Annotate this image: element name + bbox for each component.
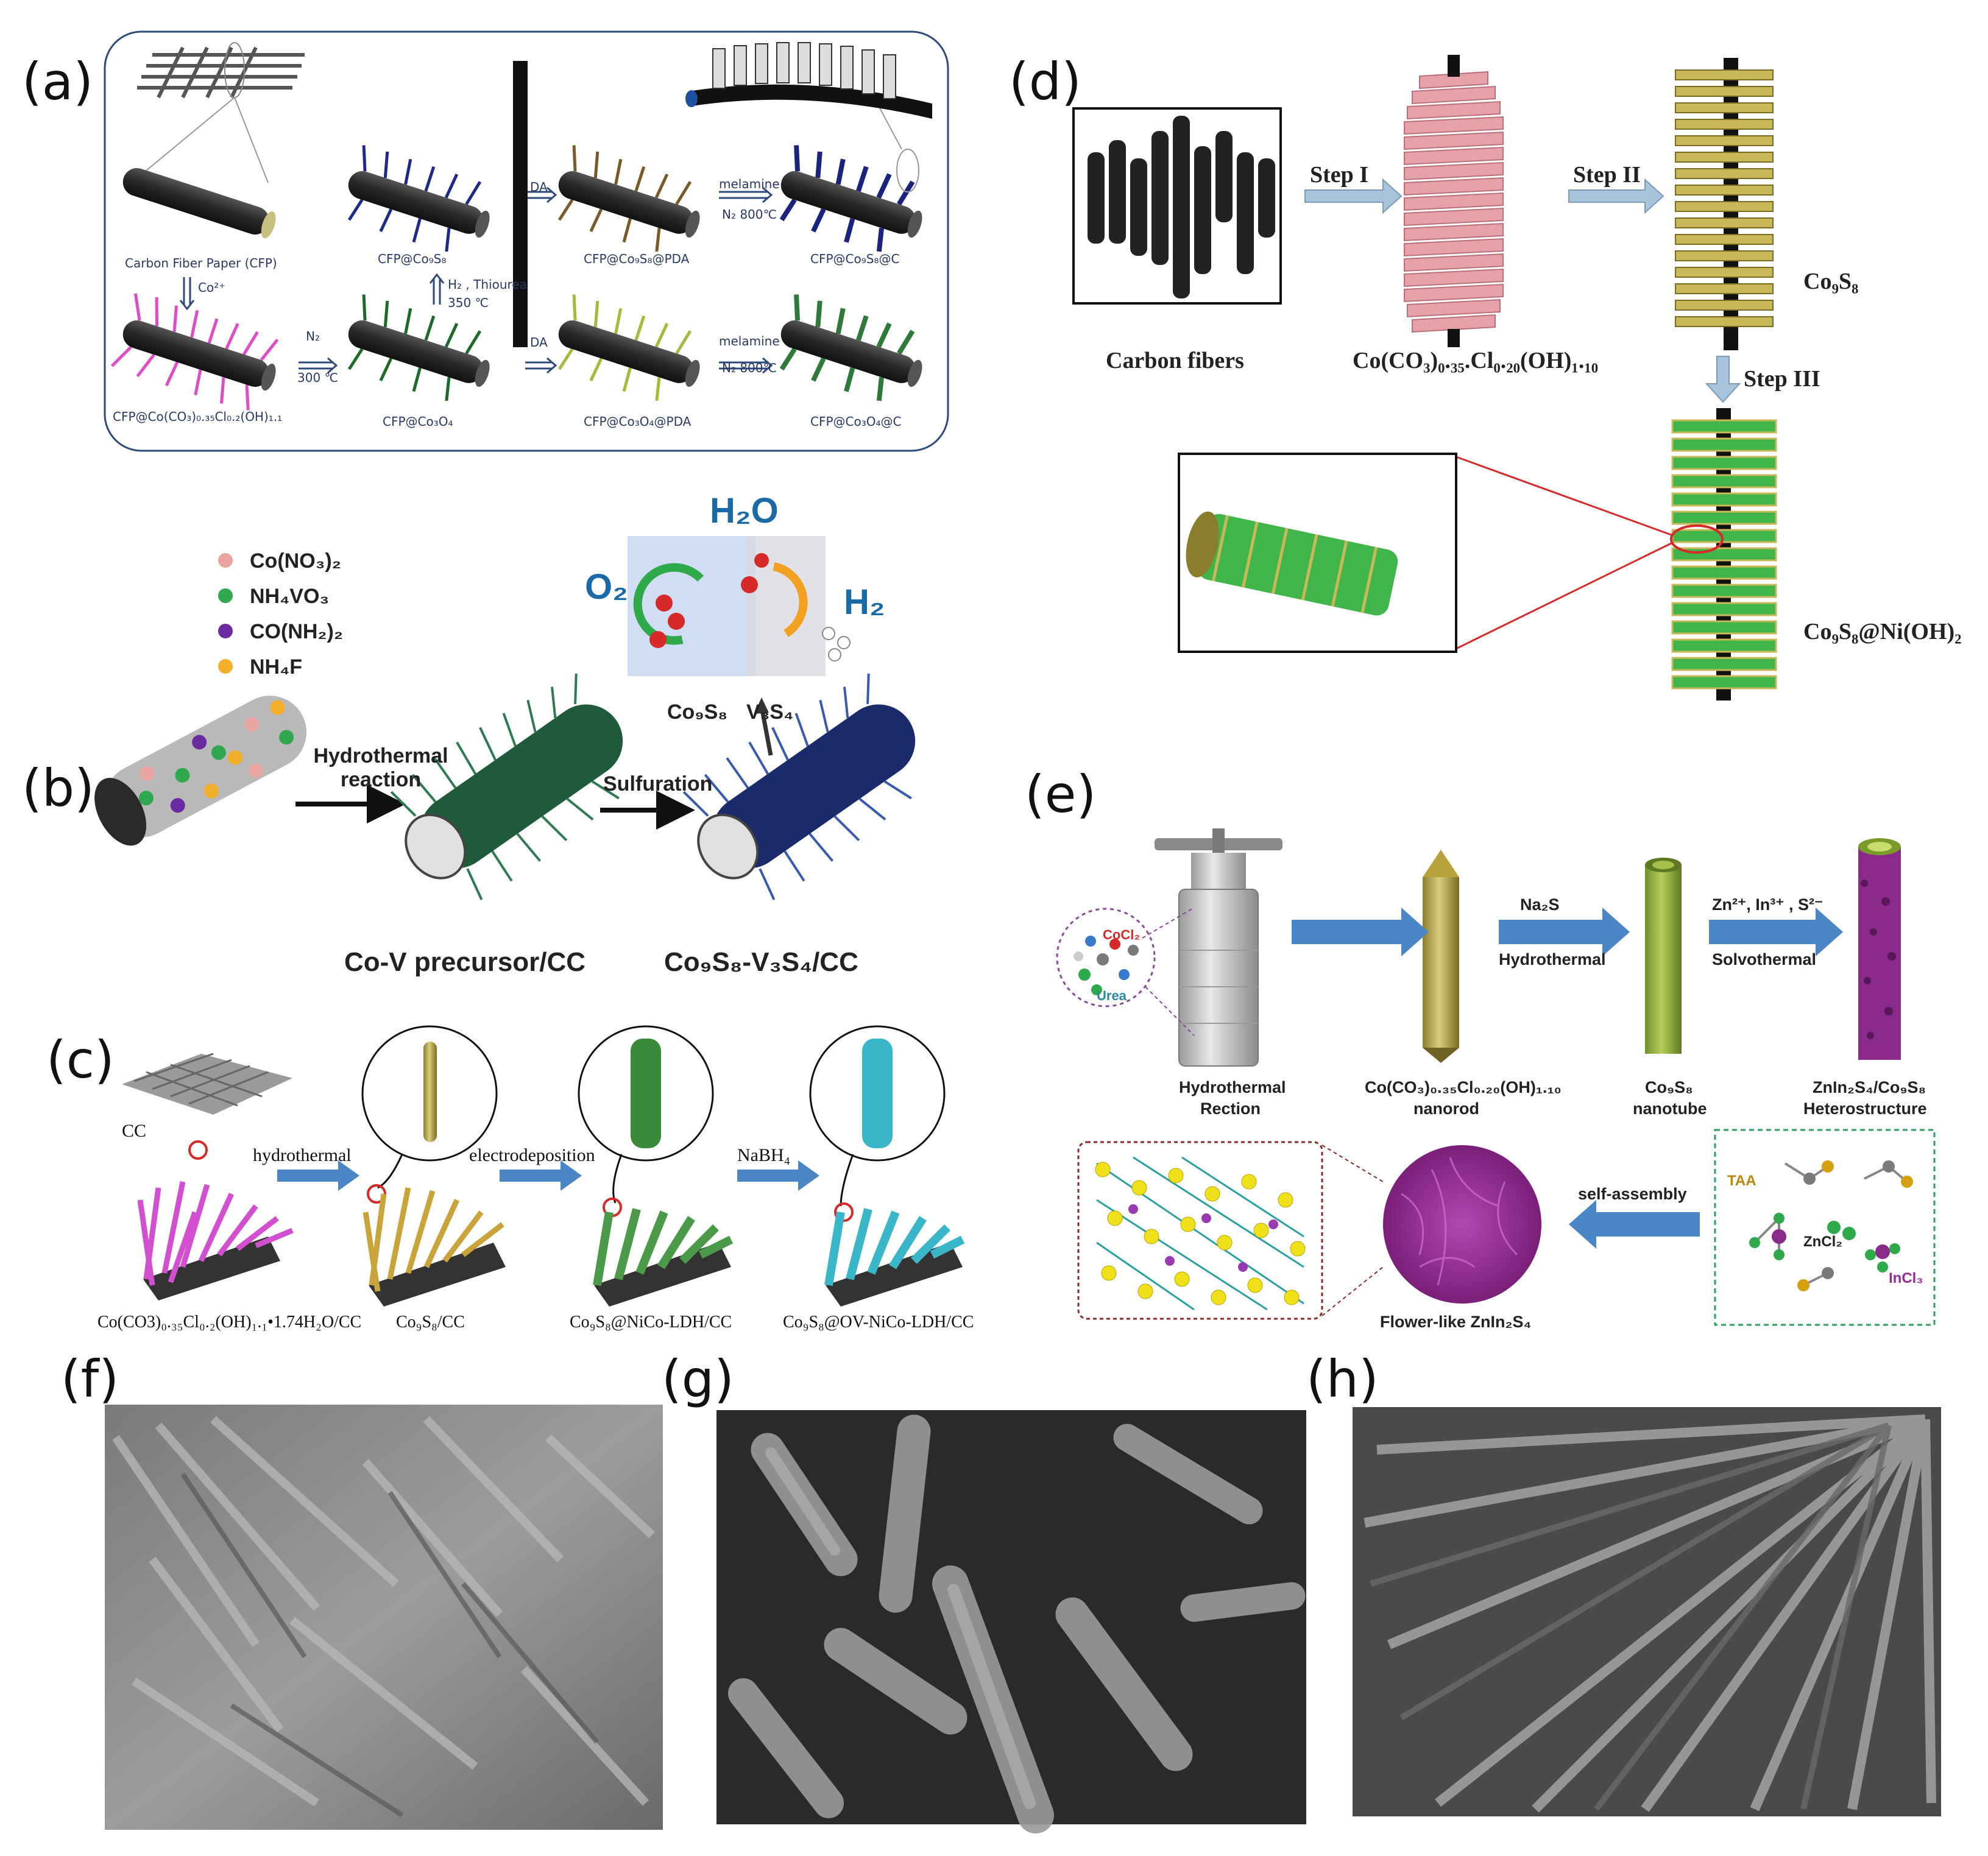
b-h2: H₂ [844, 582, 885, 622]
e-nanorod-1: Co(CO₃)₀.₃₅Cl₀.₂₀(OH)₁.₁₀ [1365, 1078, 1562, 1096]
a-label-h2-thiourea: H₂ , Thiourea [448, 277, 527, 292]
a-label-co9s8-c: CFP@Co₉S₈@C [810, 252, 900, 266]
e-nanorod [1423, 850, 1459, 1063]
b-product2: Co₉S₈-V₃S₄/CC [664, 947, 858, 977]
d-step1: Step I [1310, 162, 1369, 188]
d-product: Co₉S₈@Ni(OH)₂ [1803, 619, 1962, 644]
a-label-cfp: Carbon Fiber Paper (CFP) [125, 256, 277, 270]
e-nanotube [1645, 858, 1682, 1054]
a-label-350: 350 ℃ [448, 295, 489, 310]
e-solvothermal: Solvothermal [1712, 950, 1817, 969]
d-precursor-rod [513, 55, 1504, 347]
b-step2: Sulfuration [603, 772, 713, 796]
d-co9s8-rod [1675, 58, 1774, 350]
e-flower: Flower-like ZnIn₂S₄ [1380, 1313, 1532, 1331]
panel-d [513, 55, 1777, 700]
e-na2s: Na₂S [1520, 895, 1560, 914]
b-o2: O₂ [585, 567, 628, 607]
panel-label-f: (f) [61, 1349, 119, 1409]
c-p3: Co₉S₈@NiCo-LDH/CC [570, 1313, 732, 1332]
c-step3: NaBH₄ [737, 1145, 791, 1165]
a-label-300: 300 ℃ [297, 370, 338, 385]
e-self-assembly: self-assembly [1578, 1185, 1687, 1203]
panel-label-d: (d) [1009, 52, 1081, 111]
b-crystal-cartoon [628, 536, 851, 756]
panel-e [1056, 828, 1936, 1326]
e-urea: Urea [1097, 988, 1127, 1003]
e-hydrothermal-2: Rection [1200, 1099, 1261, 1118]
c-p4: Co₉S₈@OV-NiCo-LDH/CC [783, 1313, 974, 1332]
c-step1: hydrothermal [253, 1145, 352, 1165]
e-zncl2: ZnCl₂ [1803, 1233, 1842, 1250]
b-legend-1: Co(NO₃)₂ [250, 549, 341, 573]
c-cc: CC [122, 1121, 147, 1141]
e-incl3: InCl₃ [1889, 1270, 1923, 1286]
e-nanotube-2: nanotube [1633, 1099, 1707, 1118]
a-label-co3o4-c: CFP@Co₃O₄@C [810, 414, 902, 429]
e-autoclave [1155, 828, 1282, 1067]
sem-f [105, 1405, 663, 1830]
b-legend-3: CO(NH₂)₂ [250, 620, 343, 643]
a-label-co9s8: CFP@Co₉S₈ [378, 252, 447, 266]
a-label-da-bottom: DA [530, 335, 548, 350]
b-v3s4: V₃S₄ [746, 700, 794, 724]
e-hydrothermal: Hydrothermal [1499, 950, 1606, 969]
d-precursor: Co(CO₃)₀.₃₅.Cl₀.₂₀(OH)₁.₁₀ [1353, 348, 1599, 373]
b-product1: Co-V precursor/CC [344, 947, 586, 977]
panel-label-b: (b) [22, 758, 94, 818]
e-cocl2: CoCl₂ [1103, 927, 1141, 942]
a-label-n2-800-bottom: N₂ 800℃ [722, 361, 777, 375]
b-legend-2: NH₄VO₃ [250, 585, 330, 608]
a-label-co9s8-pda: CFP@Co₉S₈@PDA [584, 252, 690, 266]
c-step2: electrodeposition [469, 1145, 595, 1165]
a-rod-co9s8 [347, 145, 490, 252]
d-carbon-fibers: Carbon fibers [1106, 348, 1244, 373]
a-label-n2: N₂ [306, 329, 320, 344]
e-hetero-2: Heterostructure [1803, 1099, 1927, 1118]
e-nanotube-1: Co₉S₈ [1645, 1078, 1693, 1096]
a-label-melamine-top: melamine [719, 177, 780, 191]
d-step3: Step III [1744, 366, 1820, 392]
sem-g [716, 1410, 1306, 1833]
e-hetero-1: ZnIn₂S₄/Co₉S₈ [1813, 1078, 1926, 1096]
b-step1: Hydrothermal reaction [313, 744, 448, 792]
e-flower-sphere [1383, 1145, 1541, 1304]
a-label-co2: Co²⁺ [198, 280, 225, 295]
panel-c [122, 1025, 965, 1307]
b-legend-4: NH₄F [250, 655, 303, 679]
b-co9s8: Co₉S₈ [667, 700, 728, 724]
panel-label-h: (h) [1306, 1349, 1379, 1409]
e-crystal-lattice [1095, 1156, 1306, 1311]
d-step2: Step II [1573, 162, 1641, 188]
panel-b [94, 536, 916, 900]
c-p2: Co₉S₈/CC [396, 1313, 465, 1332]
a-label-co3o4-pda: CFP@Co₃O₄@PDA [584, 414, 692, 429]
c-brush-magenta [137, 1181, 294, 1300]
d-co9s8: Co₉S₈ [1803, 269, 1859, 294]
a-label-precursor: CFP@Co(CO₃)₀.₃₅Cl₀.₂(OH)₁.₁ [113, 409, 283, 424]
a-tube-cartoon [685, 42, 932, 119]
b-h2o: H₂O [710, 491, 779, 531]
panel-label-c: (c) [46, 1030, 115, 1090]
a-label-co3o4: CFP@Co₃O₄ [383, 414, 453, 429]
a-label-n2-800-top: N₂ 800℃ [722, 207, 777, 222]
e-nanorod-2: nanorod [1413, 1099, 1479, 1118]
panel-label-e: (e) [1025, 764, 1097, 824]
e-precursor-molecules [1749, 1160, 1913, 1291]
e-taa: TAA [1727, 1173, 1756, 1189]
d-final-rod [1671, 408, 1777, 700]
c-p1: Co(CO3)₀.₃₅Cl₀.₂(OH)₁.₁•1.74H₂O/CC [97, 1313, 362, 1332]
e-hydrothermal-1: Hydrothermal [1179, 1078, 1286, 1096]
a-label-melamine-bottom: melamine [719, 334, 780, 348]
a-label-da-top: DA [530, 180, 548, 194]
panel-label-a: (a) [22, 52, 94, 111]
e-heterostructure [1858, 838, 1901, 1060]
panel-label-g: (g) [662, 1349, 734, 1409]
sem-h [1353, 1407, 1941, 1816]
e-ions: Zn²⁺, In³⁺ , S²⁻ [1712, 895, 1824, 914]
